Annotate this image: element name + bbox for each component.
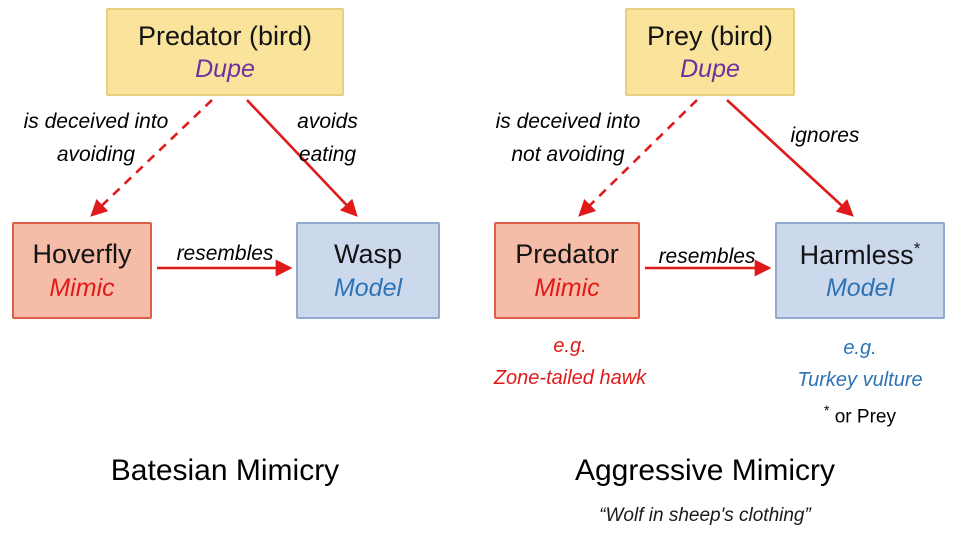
right-model-asterisk: * bbox=[913, 238, 921, 258]
right-deceived-label-line1: is deceived into bbox=[495, 110, 641, 133]
right-model-role: Model bbox=[825, 274, 895, 303]
right-diagram-title: Aggressive Mimicry bbox=[574, 454, 836, 487]
right-deceived-label: is deceived into not avoiding bbox=[468, 106, 668, 171]
left-dupe-label: Predator (bird) bbox=[137, 20, 313, 51]
left-dupe-box: Predator (bird) Dupe bbox=[106, 8, 344, 96]
right-mimic-role: Mimic bbox=[534, 273, 600, 302]
left-deceived-label: is deceived into avoiding bbox=[0, 106, 192, 171]
right-ignores-label: ignores bbox=[790, 124, 860, 147]
left-deceived-label-line2: avoiding bbox=[56, 142, 136, 166]
right-resembles-label: resembles bbox=[658, 245, 756, 268]
right-mimic-example-eg: e.g. bbox=[553, 335, 587, 357]
right-footnote-asterisk: * bbox=[824, 402, 830, 418]
right-diagram-subtitle: “Wolf in sheep's clothing” bbox=[599, 505, 811, 526]
right-dupe-box: Prey (bird) Dupe bbox=[625, 8, 795, 96]
right-mimic-example: e.g. Zone-tailed hawk bbox=[475, 330, 665, 394]
right-ignores-arrow bbox=[726, 99, 854, 217]
left-mimic-role: Mimic bbox=[49, 273, 115, 302]
left-model-label: Wasp bbox=[333, 239, 402, 270]
right-model-example-eg: e.g. bbox=[843, 337, 877, 359]
right-footnote: * or Prey bbox=[790, 402, 930, 428]
right-model-example: e.g. Turkey vulture bbox=[770, 332, 950, 396]
left-dupe-role: Dupe bbox=[195, 55, 255, 84]
left-deceived-label-line1: is deceived into bbox=[23, 110, 169, 133]
right-mimic-label: Predator bbox=[515, 239, 619, 270]
left-diagram-title: Batesian Mimicry bbox=[110, 454, 340, 487]
left-model-box: Wasp Model bbox=[296, 222, 440, 319]
left-avoids-label: avoids eating bbox=[265, 106, 390, 171]
left-resembles-label: resembles bbox=[176, 242, 274, 265]
right-footnote-text: or Prey bbox=[829, 406, 896, 428]
left-avoids-label-line2: eating bbox=[298, 142, 357, 166]
right-deceived-label-line2: not avoiding bbox=[511, 142, 625, 166]
left-mimic-label: Hoverfly bbox=[32, 239, 132, 270]
right-mimic-box: Predator Mimic bbox=[494, 222, 640, 319]
left-avoids-label-line1: avoids bbox=[297, 110, 358, 133]
right-model-label: Harmless* bbox=[800, 238, 921, 273]
right-model-box: Harmless* Model bbox=[775, 222, 945, 319]
right-dupe-label: Prey (bird) bbox=[646, 20, 774, 51]
right-model-example-name: Turkey vulture bbox=[797, 369, 923, 391]
left-model-role: Model bbox=[333, 273, 403, 302]
right-dupe-role: Dupe bbox=[680, 55, 740, 84]
right-mimic-example-name: Zone-tailed hawk bbox=[493, 367, 647, 389]
left-mimic-box: Hoverfly Mimic bbox=[12, 222, 152, 319]
right-model-label-text: Harmless bbox=[799, 239, 914, 270]
